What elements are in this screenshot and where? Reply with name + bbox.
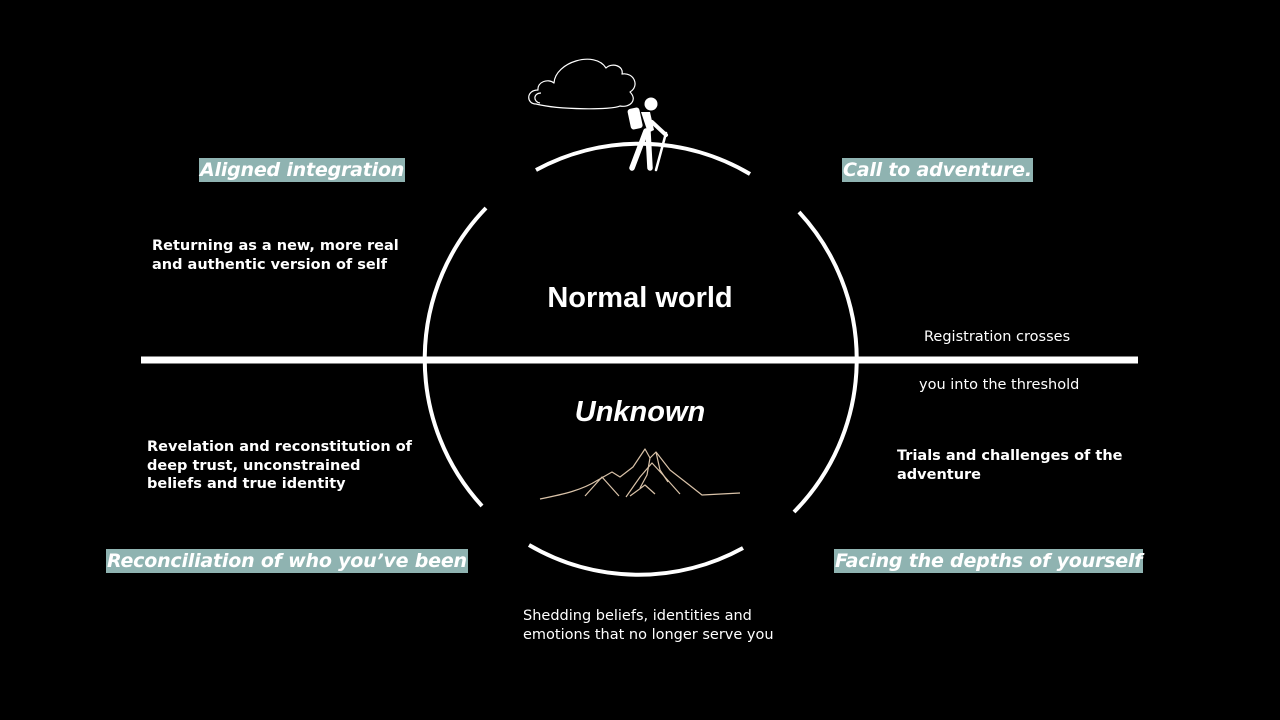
normal-world-label: Normal world bbox=[540, 282, 740, 315]
stage-desc-call-line2: you into the threshold bbox=[919, 376, 1079, 395]
stage-title-call-to-adventure: Call to adventure. bbox=[842, 158, 1033, 182]
stage-desc-aligned-integration: Returning as a new, more real and authen… bbox=[152, 237, 432, 274]
stage-desc-shedding: Shedding beliefs, identities and emotion… bbox=[523, 607, 793, 644]
arc-top bbox=[536, 144, 750, 174]
cloud-icon bbox=[529, 59, 635, 109]
stage-title-aligned-integration: Aligned integration bbox=[199, 158, 405, 182]
unknown-label: Unknown bbox=[540, 396, 740, 429]
stage-title-reconciliation: Reconciliation of who you’ve been bbox=[106, 549, 468, 573]
stage-desc-revelation: Revelation and reconstitution of deep tr… bbox=[147, 438, 417, 494]
stage-desc-trials: Trials and challenges of the adventure bbox=[897, 447, 1127, 484]
mountain-icon bbox=[540, 449, 740, 499]
stage-desc-call-line1: Registration crosses bbox=[924, 328, 1070, 347]
hiker-icon bbox=[627, 98, 666, 171]
stage-title-facing-depths: Facing the depths of yourself bbox=[834, 549, 1143, 573]
arc-bottom bbox=[529, 545, 743, 575]
